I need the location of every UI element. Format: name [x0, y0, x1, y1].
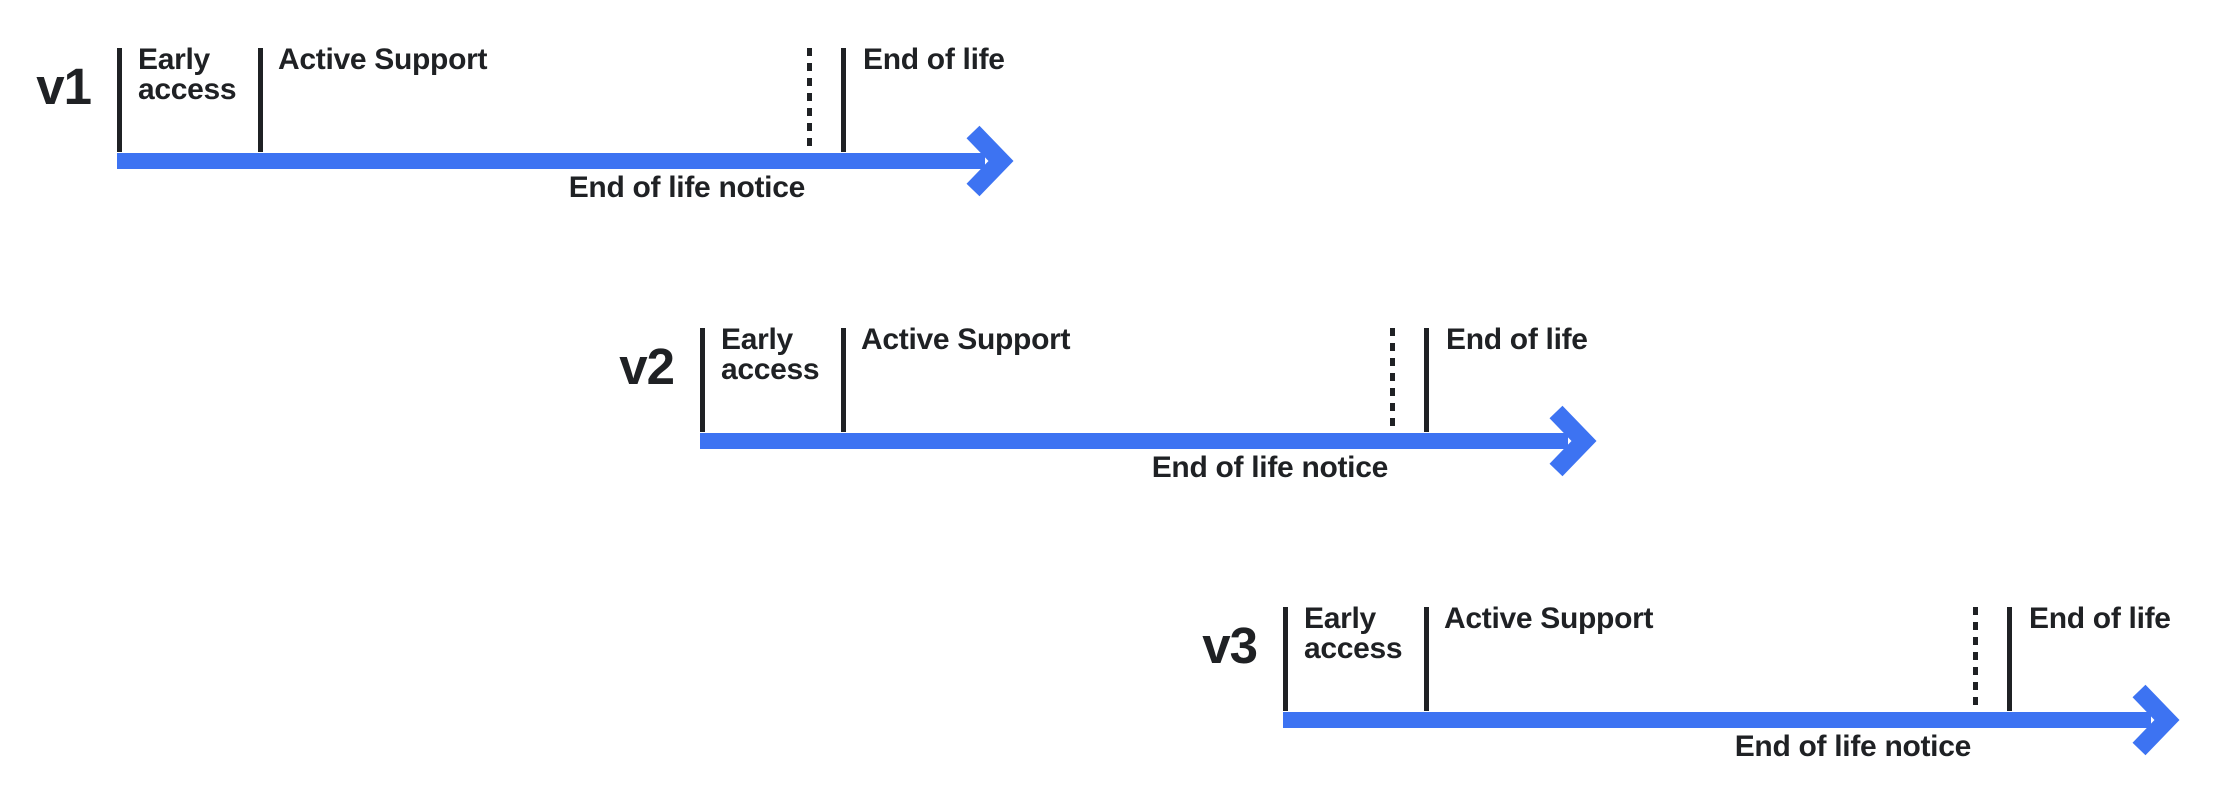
eol-notice-label: End of life notice: [1734, 730, 1972, 763]
eol-notice-dashed-tick: [807, 48, 812, 152]
active-support-tick: [841, 328, 846, 432]
timeline-arrow: [117, 125, 1014, 197]
early-access-label: Early access: [721, 323, 820, 386]
eol-notice-dashed-tick: [1973, 607, 1978, 711]
release-tick: [700, 328, 705, 432]
active-support-label: Active Support: [278, 43, 488, 76]
end-of-life-label: End of life: [863, 43, 1005, 76]
active-support-tick: [1424, 607, 1429, 711]
eol-notice-dashed-tick: [1390, 328, 1395, 432]
release-tick: [117, 48, 122, 152]
early-access-label: Early access: [138, 43, 237, 106]
end-of-life-tick: [1424, 328, 1429, 432]
version-label-v3: v3: [1202, 617, 1258, 674]
end-of-life-tick: [841, 48, 846, 152]
end-of-life-label: End of life: [2029, 602, 2171, 635]
release-tick: [1283, 607, 1288, 711]
eol-notice-label: End of life notice: [568, 171, 806, 204]
eol-notice-label: End of life notice: [1151, 451, 1389, 484]
early-access-label: Early access: [1304, 602, 1403, 665]
timeline-arrow: [1283, 684, 2180, 756]
version-label-v2: v2: [619, 338, 675, 395]
end-of-life-label: End of life: [1446, 323, 1588, 356]
version-label-v1: v1: [36, 58, 92, 115]
timeline-arrow: [700, 405, 1597, 477]
active-support-label: Active Support: [861, 323, 1071, 356]
timeline-v3: v3 Early access Active Support End of li…: [1202, 602, 2228, 812]
timeline-v1: v1 Early access Active Support End of li…: [36, 43, 1117, 278]
active-support-tick: [258, 48, 263, 152]
end-of-life-tick: [2007, 607, 2012, 711]
timeline-v2: v2 Early access Active Support End of li…: [619, 323, 1700, 558]
active-support-label: Active Support: [1444, 602, 1654, 635]
